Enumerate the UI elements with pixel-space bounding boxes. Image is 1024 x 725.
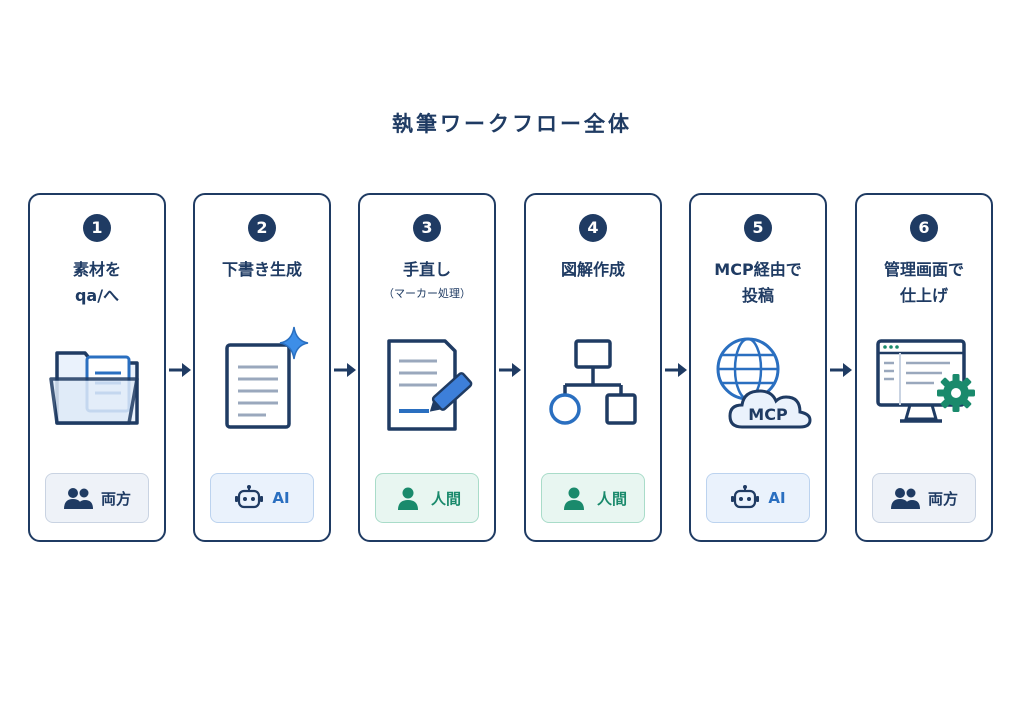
step-card-6: 6 管理画面で 仕上げ bbox=[855, 193, 993, 542]
step-card-2: 2 下書き生成 AI bbox=[193, 193, 331, 542]
people-icon bbox=[63, 488, 93, 509]
step-label: 下書き生成 bbox=[221, 260, 302, 279]
role-badge-both: 両方 bbox=[45, 473, 149, 523]
role-badge-ai: AI bbox=[210, 473, 314, 523]
folder-document-icon bbox=[49, 351, 139, 425]
person-icon bbox=[563, 487, 584, 510]
arrow-right-icon bbox=[499, 363, 521, 377]
role-label: 両方 bbox=[927, 489, 958, 508]
role-label: 人間 bbox=[430, 489, 461, 508]
step-label: MCP経由で 投稿 bbox=[714, 260, 802, 305]
role-badge-ai: AI bbox=[706, 473, 810, 523]
role-badge-human: 人間 bbox=[541, 473, 645, 523]
globe-cloud-icon: MCP bbox=[716, 337, 812, 429]
arrow-right-icon bbox=[830, 363, 852, 377]
step-card-3: 3 手直し （マーカー処理） 人間 bbox=[358, 193, 496, 542]
role-label: 両方 bbox=[100, 489, 131, 508]
people-icon bbox=[890, 488, 920, 509]
step-label: 素材を qa/へ bbox=[72, 260, 121, 305]
flowchart-icon bbox=[549, 339, 637, 425]
document-sparkle-icon bbox=[225, 326, 309, 429]
step-number: 5 bbox=[744, 214, 772, 242]
step-card-4: 4 図解作成 人間 bbox=[524, 193, 662, 542]
role-label: AI bbox=[272, 489, 290, 507]
person-icon bbox=[397, 487, 418, 510]
diagram-title: 執筆ワークフロー全体 bbox=[392, 112, 632, 136]
monitor-gear-icon bbox=[876, 339, 975, 423]
robot-icon bbox=[731, 485, 760, 509]
document-marker-icon bbox=[387, 339, 473, 431]
step-number: 1 bbox=[83, 214, 111, 242]
step-label: 図解作成 bbox=[560, 260, 625, 279]
role-label: 人間 bbox=[596, 489, 627, 508]
step-number: 4 bbox=[579, 214, 607, 242]
robot-icon bbox=[235, 485, 264, 509]
step-sublabel: （マーカー処理） bbox=[383, 287, 471, 300]
step-card-5: 5 MCP経由で 投稿 MCP AI bbox=[689, 193, 827, 542]
step-label: 管理画面で 仕上げ bbox=[883, 260, 964, 305]
arrow-right-icon bbox=[665, 363, 687, 377]
cloud-label: MCP bbox=[748, 405, 788, 424]
step-number: 3 bbox=[413, 214, 441, 242]
step-card-1: 1 素材を qa/へ 両方 bbox=[28, 193, 166, 542]
role-badge-both: 両方 bbox=[872, 473, 976, 523]
arrow-right-icon bbox=[334, 363, 356, 377]
role-label: AI bbox=[768, 489, 786, 507]
role-badge-human: 人間 bbox=[375, 473, 479, 523]
step-number: 6 bbox=[910, 214, 938, 242]
arrow-right-icon bbox=[169, 363, 191, 377]
step-label: 手直し bbox=[402, 260, 451, 279]
step-number: 2 bbox=[248, 214, 276, 242]
